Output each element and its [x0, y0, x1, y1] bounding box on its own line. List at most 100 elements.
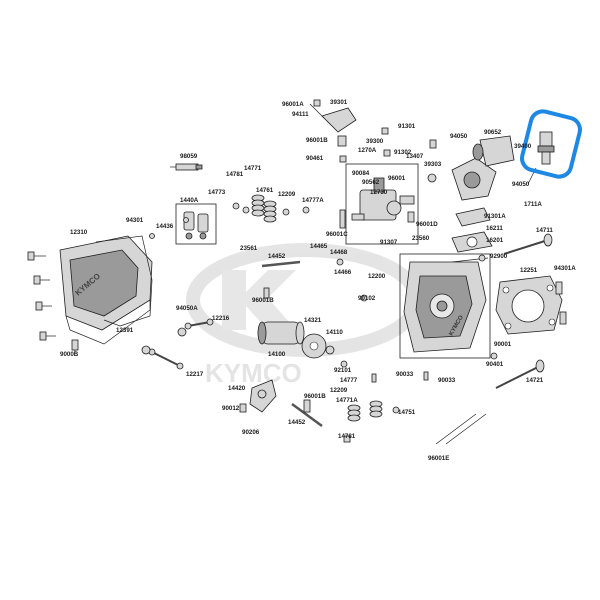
part-label: 14452: [288, 419, 306, 426]
part-label: 12391: [116, 327, 134, 334]
part-label: 23560: [412, 235, 430, 242]
dowel-pins-94301a: [555, 281, 567, 325]
part-label: 14420: [228, 385, 246, 392]
part-label: 90461: [306, 155, 324, 162]
part-label: 90012: [222, 405, 240, 412]
cam-sensor-39300: [309, 103, 357, 163]
part-label: 90206: [242, 429, 260, 436]
part-label: 16201: [486, 237, 504, 244]
part-label: 12310: [70, 229, 88, 236]
valve-springs-lower-14751: [347, 371, 429, 422]
cover-bolts-9000b: [27, 251, 79, 354]
part-label: 14773: [208, 189, 226, 196]
part-label: 90033: [438, 377, 456, 384]
misc-small-parts: [141, 209, 498, 443]
part-labels: 96001A 39301 94111 91301 96001B 39300 90…: [60, 99, 576, 462]
cover-gasket-12391: [95, 235, 153, 327]
part-label: 14751: [398, 409, 416, 416]
part-label: 91307: [380, 239, 398, 246]
part-label: 14100: [268, 351, 286, 358]
part-label: 91301A: [484, 213, 506, 220]
temperature-sensor-39400[interactable]: [527, 131, 555, 185]
part-label: 96001A: [282, 101, 304, 108]
part-label: 94301: [126, 217, 144, 224]
rocker-shaft-14452-upper: [261, 260, 301, 268]
part-label: 14321: [304, 317, 322, 324]
valve-exhaust-14711: [503, 233, 553, 255]
part-label: 23561: [240, 245, 258, 252]
part-label: 96001C: [326, 231, 348, 238]
part-label: 96001B: [252, 297, 274, 304]
part-label: 12209: [330, 387, 348, 394]
rocker-arm-14420: [249, 379, 277, 413]
part-label: 92101: [334, 367, 352, 374]
part-label: 96001D: [416, 221, 438, 228]
part-label: 96001B: [306, 137, 328, 144]
highlight-outline: [520, 109, 582, 179]
part-label: 94050: [512, 181, 530, 188]
valve-springs-upper-14761: [232, 194, 310, 223]
part-label: 91302: [394, 149, 412, 156]
part-label: 14771: [244, 165, 262, 172]
part-label: 14777: [340, 377, 358, 384]
cylinder-head-12200: KYMCO: [399, 253, 491, 359]
part-label: 94050A: [176, 305, 198, 312]
part-label: 12209: [278, 191, 296, 198]
part-label: 39303: [424, 161, 442, 168]
part-label: 1270A: [358, 147, 377, 154]
part-label: 94050: [450, 133, 468, 140]
part-label: 90033: [396, 371, 414, 378]
part-label: 39400: [514, 143, 532, 150]
part-label: 16211: [486, 225, 503, 232]
part-label: 14781: [338, 433, 356, 440]
part-label: 39301: [330, 99, 348, 106]
valve-intake-14721: [495, 359, 545, 389]
part-label: 12730: [370, 189, 388, 196]
part-label: 1440A: [180, 197, 199, 204]
part-label: 1711A: [524, 201, 542, 208]
part-label: 12217: [186, 371, 204, 378]
rocker-shaft-14452-lower: [291, 402, 323, 428]
part-label: 14711: [536, 227, 553, 234]
part-label: 14452: [268, 253, 286, 260]
part-label: 90102: [358, 295, 376, 302]
chain-guide-12216: [184, 318, 214, 330]
part-label: 90084: [352, 170, 370, 177]
camshaft-14100: [257, 321, 305, 345]
part-label: 96001: [388, 175, 406, 182]
cylinder-head-cover-12310: KYMCO: [59, 235, 153, 345]
part-label: 91301: [398, 123, 416, 130]
cam-sprocket-14321: [301, 333, 335, 359]
part-label: 14781: [226, 171, 244, 178]
watermark-text: KYMCO: [205, 358, 302, 388]
part-label: 90401: [486, 361, 504, 368]
cylinder-head-gasket-12251: [495, 275, 563, 335]
part-label: 12200: [368, 273, 386, 280]
part-label: 14466: [334, 269, 352, 276]
chain-guide-12217: [148, 348, 184, 370]
part-label: 13407: [406, 153, 424, 160]
part-label: 14110: [326, 329, 343, 336]
part-label: 14771A: [336, 397, 358, 404]
part-label: 94301A: [554, 265, 576, 272]
part-label: 96001B: [304, 393, 326, 400]
part-label: 90562: [362, 179, 380, 186]
tensioner-assembly-1270a: [345, 163, 419, 245]
part-label: 14721: [526, 377, 544, 384]
spark-plug-98059: [170, 163, 203, 171]
part-label: 96001E: [428, 455, 449, 462]
part-label: 39300: [366, 138, 384, 145]
part-label: 94111: [292, 111, 309, 118]
part-label: 14436: [156, 223, 174, 230]
intake-gaskets-16211: [451, 207, 493, 263]
part-label: 90001: [494, 341, 512, 348]
part-label: 12251: [520, 267, 538, 274]
part-label: 9000B: [60, 351, 79, 358]
small-bolts-top: [313, 99, 437, 183]
rocker-arm-assembly-1440a: [175, 203, 217, 245]
part-label: 14465: [310, 243, 328, 250]
thermostat-housing-1711a: [451, 135, 515, 201]
part-label: 14777A: [302, 197, 324, 204]
part-label: 14761: [256, 187, 274, 194]
